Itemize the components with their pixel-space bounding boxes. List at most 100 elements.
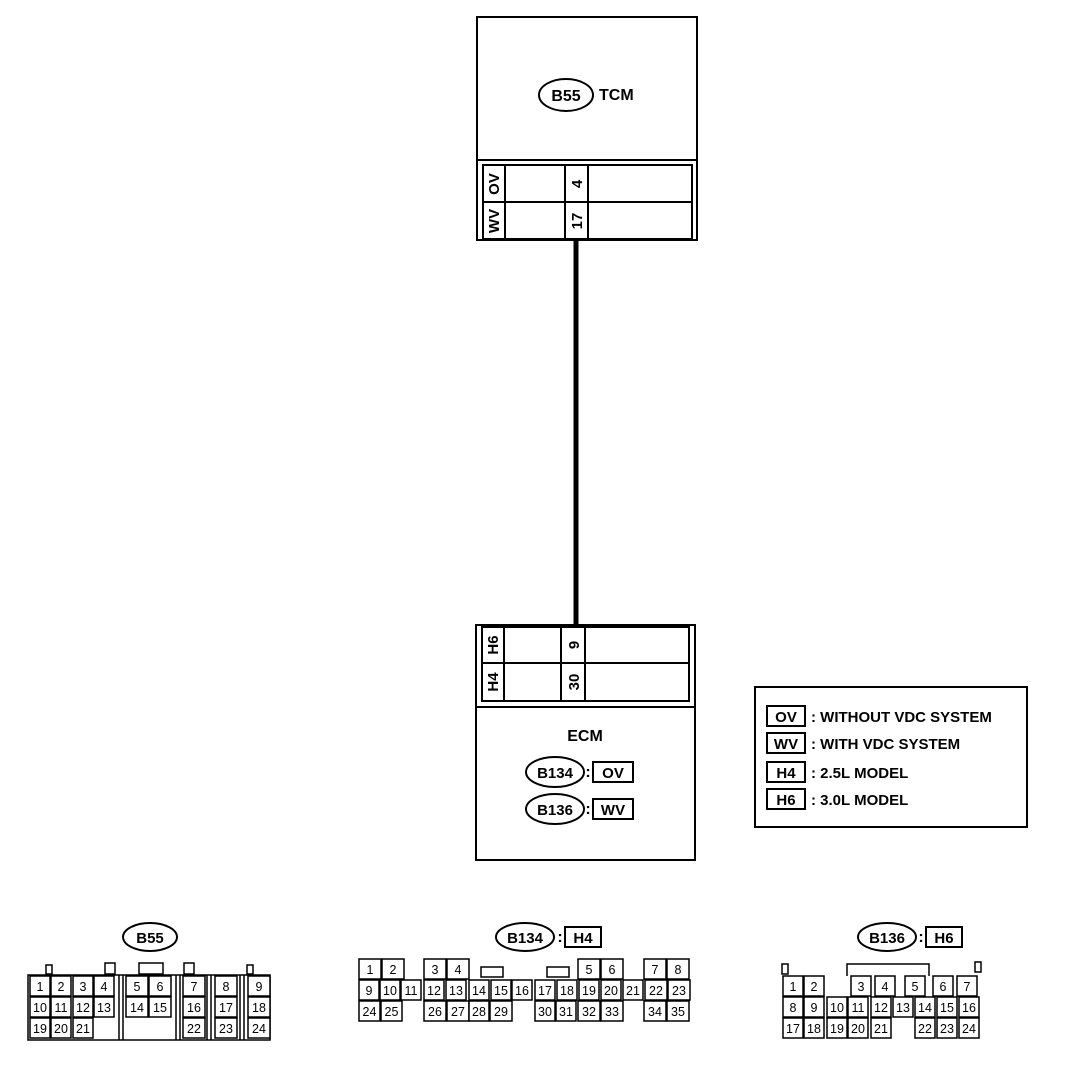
pin-number: 5 xyxy=(586,963,593,977)
pin-cell xyxy=(247,975,271,997)
pin-number: 22 xyxy=(187,1022,201,1036)
pin-cell xyxy=(892,996,914,1018)
pin-number: 23 xyxy=(672,984,686,998)
pin-cell xyxy=(644,979,668,1001)
pin-cell xyxy=(847,1017,869,1039)
pin-cell xyxy=(958,996,980,1018)
pin-number: 27 xyxy=(451,1005,465,1019)
pin-cell xyxy=(511,979,533,1001)
pin-cell xyxy=(182,975,206,997)
pin-number: 20 xyxy=(851,1022,865,1036)
pin-cell xyxy=(534,1000,556,1022)
pin-number: 14 xyxy=(130,1001,144,1015)
pin-number: 35 xyxy=(671,1005,685,1019)
pin-number: 2 xyxy=(58,980,65,994)
pin-number: 23 xyxy=(219,1022,233,1036)
legend-text: : 3.0L MODEL xyxy=(811,792,908,809)
pin-number: 20 xyxy=(54,1022,68,1036)
legend-code: WV xyxy=(774,736,798,753)
pin-number: 17 xyxy=(538,984,552,998)
tcm-connector-oval xyxy=(538,78,594,112)
tcm-row-variant: WV xyxy=(486,209,503,233)
pin-number: 9 xyxy=(811,1001,818,1015)
pin-number: 7 xyxy=(964,980,971,994)
pin-cell xyxy=(600,979,622,1001)
pin-cell xyxy=(29,996,51,1018)
pin-cell xyxy=(358,1000,381,1022)
pin-cell xyxy=(489,1000,513,1022)
pin-cell xyxy=(600,958,624,980)
pin-cell xyxy=(72,975,94,997)
pin-cell xyxy=(490,979,512,1001)
ecm-connector-label: B134 xyxy=(537,765,574,782)
svg-text::: : xyxy=(585,801,590,818)
pin-cell xyxy=(622,979,644,1001)
pin-cell xyxy=(358,958,382,980)
tcm-name: TCM xyxy=(599,87,634,104)
pin-cell xyxy=(874,975,896,997)
connector-view-label: B134 xyxy=(507,930,544,947)
pin-cell xyxy=(578,979,600,1001)
pin-cell xyxy=(29,1017,51,1039)
ecm-connector-b136: B136 : WV xyxy=(525,793,634,825)
pin-cell xyxy=(904,975,926,997)
pin-cell xyxy=(400,979,422,1001)
pin-number: 15 xyxy=(940,1001,954,1015)
ecm-unit: H6 H4 9 30 ECM B134 : OV B136 : WV xyxy=(475,624,696,861)
pin-cell xyxy=(782,996,804,1018)
pin-cell xyxy=(826,996,848,1018)
pin-cell xyxy=(148,975,172,997)
tcm-connector-label: B55 xyxy=(551,88,580,105)
tcm-unit: B55 TCM OV WV 4 17 xyxy=(476,16,698,241)
pin-number: 32 xyxy=(582,1005,596,1019)
pin-number: 21 xyxy=(874,1022,888,1036)
pin-number: 9 xyxy=(366,984,373,998)
pin-number: 22 xyxy=(649,984,663,998)
pin-cell xyxy=(247,996,271,1018)
pin-cell xyxy=(782,975,804,997)
legend-item: H4 : 2.5L MODEL xyxy=(766,761,908,783)
legend-item: WV : WITH VDC SYSTEM xyxy=(766,732,960,754)
pin-number: 4 xyxy=(101,980,108,994)
svg-text::: : xyxy=(585,764,590,781)
pin-cell xyxy=(870,996,892,1018)
pin-number: 19 xyxy=(33,1022,47,1036)
pin-number: 18 xyxy=(560,984,574,998)
pin-cell xyxy=(423,958,447,980)
pin-number: 21 xyxy=(626,984,640,998)
pin-number: 17 xyxy=(786,1022,800,1036)
pin-number: 3 xyxy=(80,980,87,994)
pin-number: 8 xyxy=(790,1001,797,1015)
pin-number: 1 xyxy=(790,980,797,994)
tcm-row-variant: OV xyxy=(486,173,503,195)
pin-cell xyxy=(93,975,115,997)
pin-cell xyxy=(556,979,578,1001)
pin-cell xyxy=(50,1017,72,1039)
pin-cell xyxy=(850,975,872,997)
pin-cell xyxy=(182,996,206,1018)
pin-cell xyxy=(468,1000,490,1022)
pin-number: 6 xyxy=(157,980,164,994)
pin-number: 23 xyxy=(940,1022,954,1036)
pin-number: 1 xyxy=(367,963,374,977)
pin-cell xyxy=(214,996,238,1018)
pin-cell xyxy=(93,996,115,1018)
pin-cell xyxy=(50,996,72,1018)
pin-number: 18 xyxy=(807,1022,821,1036)
ecm-terminal-table: H6 H4 9 30 xyxy=(481,626,690,702)
pin-cell xyxy=(956,975,978,997)
tcm-terminal-table: OV WV 4 17 xyxy=(482,164,693,240)
pin-cell xyxy=(914,996,936,1018)
pin-number: 12 xyxy=(874,1001,888,1015)
pin-cell xyxy=(643,1000,667,1022)
connector-view-label: B136 xyxy=(869,930,905,947)
tcm-pin: 17 xyxy=(569,213,586,230)
pin-number: 2 xyxy=(390,963,397,977)
pin-number: 6 xyxy=(940,980,947,994)
pin-number: 17 xyxy=(219,1001,233,1015)
pin-cell xyxy=(379,979,401,1001)
